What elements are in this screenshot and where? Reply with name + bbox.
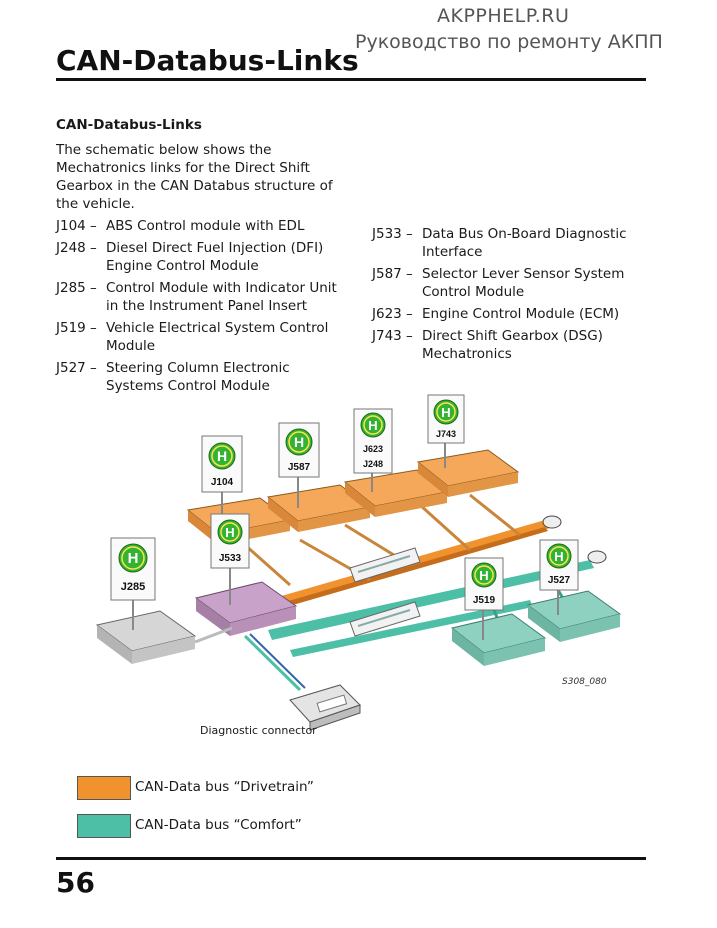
- module-j743: [416, 449, 520, 497]
- component-code: J533 –: [372, 226, 413, 242]
- sign-j587: H J587: [278, 422, 320, 508]
- sign-letter: H: [554, 549, 563, 564]
- legend-swatch-drivetrain: [77, 776, 131, 800]
- list-item: J519 – Vehicle Electrical System Control…: [56, 319, 337, 355]
- figure-id: S308_080: [562, 677, 607, 687]
- component-desc: Diesel Direct Fuel Injection (DFI) Engin…: [106, 240, 324, 274]
- page-title: CAN-Databus-Links: [56, 44, 359, 77]
- watermark-subtitle: Руководство по ремонту АКПП: [355, 31, 663, 53]
- intro-line: Gearbox in the CAN Databus structure of: [56, 178, 333, 194]
- label-j743: J743: [436, 429, 456, 439]
- bus-end-connector-icon: [542, 515, 607, 564]
- component-code: J623 –: [372, 306, 413, 322]
- section-heading: CAN-Databus-Links: [56, 117, 202, 133]
- list-item: J743 – Direct Shift Gearbox (DSG) Mechat…: [372, 327, 627, 363]
- module-j285: [95, 610, 233, 664]
- sign-letter: H: [217, 448, 227, 464]
- label-j533: J533: [219, 553, 242, 564]
- footer-rule: [56, 857, 646, 860]
- watermark-site: AKPPHELP.RU: [437, 5, 570, 27]
- sign-j285: H J285: [110, 537, 156, 630]
- component-code: J285 –: [56, 280, 97, 296]
- drivetrain-train-icon: [349, 547, 421, 583]
- label-j623: J623: [363, 444, 383, 454]
- list-item: J285 – Control Module with Indicator Uni…: [56, 279, 337, 315]
- sign-letter: H: [441, 405, 450, 420]
- diagnostic-connector-caption: Diagnostic connector: [200, 724, 317, 737]
- sign-letter: H: [128, 550, 139, 567]
- component-desc: Selector Lever Sensor System Control Mod…: [422, 266, 625, 300]
- module-j519: [450, 613, 547, 666]
- component-code: J743 –: [372, 328, 413, 344]
- sign-j623-j248: H J623 J248: [353, 408, 393, 492]
- component-code: J519 –: [56, 320, 97, 336]
- diagnostic-connector-icon: [289, 684, 361, 731]
- sign-j527: H J527: [539, 539, 579, 615]
- sign-letter: H: [225, 525, 234, 540]
- legend-label-drivetrain: CAN-Data bus “Drivetrain”: [135, 779, 314, 795]
- can-bus-schematic: H J104 H J587 H J623 J248 H J743 H J533: [95, 394, 622, 731]
- list-item: J527 – Steering Column Electronic System…: [56, 359, 337, 395]
- component-list-left: J104 – ABS Control module with EDL J248 …: [56, 217, 337, 399]
- legend-swatch-comfort: [77, 814, 131, 838]
- component-desc: Vehicle Electrical System Control Module: [106, 320, 329, 354]
- component-desc: Engine Control Module (ECM): [422, 306, 620, 322]
- list-item: J104 – ABS Control module with EDL: [56, 217, 337, 235]
- component-code: J587 –: [372, 266, 413, 282]
- intro-line: the vehicle.: [56, 196, 135, 212]
- list-item: J623 – Engine Control Module (ECM): [372, 305, 627, 323]
- module-j527: [526, 590, 622, 642]
- component-code: J248 –: [56, 240, 97, 256]
- list-item: J248 – Diesel Direct Fuel Injection (DFI…: [56, 239, 337, 275]
- module-j623: [343, 469, 449, 517]
- sign-j104: H J104: [201, 435, 243, 522]
- list-item: J533 – Data Bus On-Board Diagnostic Inte…: [372, 225, 627, 261]
- diagnostic-wire: [249, 633, 306, 689]
- label-j527: J527: [548, 575, 571, 586]
- component-desc: Control Module with Indicator Unit in th…: [106, 280, 337, 314]
- legend-label-comfort: CAN-Data bus “Comfort”: [135, 817, 302, 833]
- intro-paragraph: The schematic below shows the Mechatroni…: [56, 141, 333, 213]
- sign-j743: H J743: [427, 394, 465, 468]
- label-j248: J248: [363, 459, 383, 469]
- comfort-train-icon: [349, 601, 421, 637]
- header-rule: [56, 78, 646, 81]
- label-j519: J519: [473, 595, 496, 606]
- component-code: J104 –: [56, 218, 97, 234]
- sign-j519: H J519: [464, 557, 504, 640]
- sign-letter: H: [479, 568, 488, 583]
- component-desc: Steering Column Electronic Systems Contr…: [106, 360, 290, 394]
- sign-j533: H J533: [210, 513, 250, 605]
- sign-letter: H: [294, 434, 304, 450]
- diagnostic-wire: [243, 634, 302, 692]
- component-code: J527 –: [56, 360, 97, 376]
- intro-line: The schematic below shows the: [56, 142, 272, 158]
- component-desc: Direct Shift Gearbox (DSG) Mechatronics: [422, 328, 603, 362]
- label-j587: J587: [288, 462, 311, 473]
- label-j285: J285: [121, 581, 145, 593]
- label-j104: J104: [211, 477, 234, 488]
- component-list-right: J533 – Data Bus On-Board Diagnostic Inte…: [372, 225, 627, 367]
- intro-line: Mechatronics links for the Direct Shift: [56, 160, 310, 176]
- module-j533: [194, 581, 298, 636]
- list-item: J587 – Selector Lever Sensor System Cont…: [372, 265, 627, 301]
- component-desc: ABS Control module with EDL: [106, 218, 305, 234]
- component-desc: Data Bus On-Board Diagnostic Interface: [422, 226, 627, 260]
- sign-letter: H: [368, 418, 377, 433]
- page-number: 56: [56, 866, 95, 899]
